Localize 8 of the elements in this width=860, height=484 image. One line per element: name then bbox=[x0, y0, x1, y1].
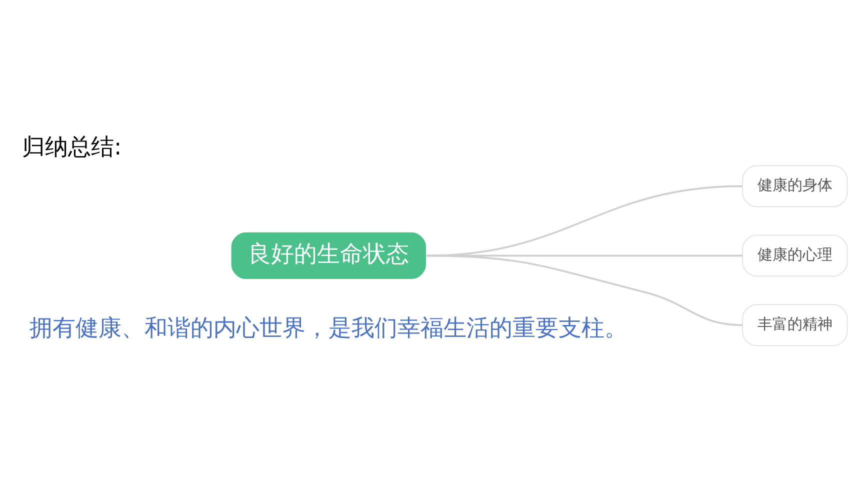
caption: 拥有健康、和谐的内心世界，是我们幸福生活的重要支柱。 bbox=[30, 315, 628, 342]
connector bbox=[426, 254, 743, 326]
node-box: 良好的生命状态 bbox=[231, 232, 426, 279]
connector bbox=[426, 185, 743, 257]
diagram-title: 归纳总结: bbox=[22, 134, 122, 160]
node-box: 健康的身体 bbox=[742, 165, 848, 208]
node-box: 丰富的精神 bbox=[742, 304, 848, 346]
node-box: 健康的心理 bbox=[742, 234, 848, 277]
